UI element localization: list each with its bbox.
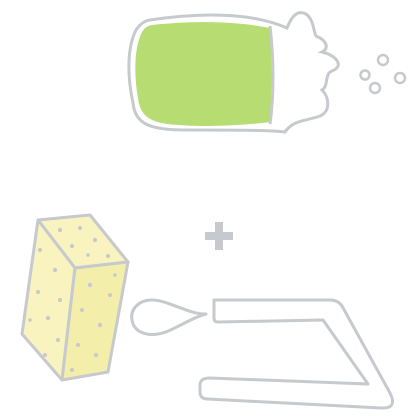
sponge-icon [22,215,128,380]
bottle-icon [129,13,338,132]
droplet-icon [132,300,206,334]
plus-icon [205,222,233,250]
green-liquid [135,22,271,126]
bubbles-icon [361,55,406,93]
bent-tube-icon [200,300,393,408]
